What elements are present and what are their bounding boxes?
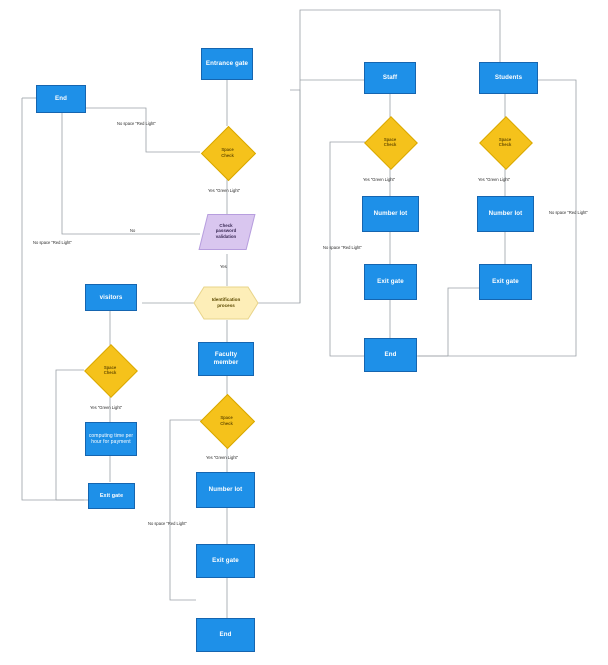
node-space-check-staff[interactable]: Space Check bbox=[364, 116, 418, 170]
node-check-password-label: Check password validation bbox=[215, 222, 237, 239]
node-end-faculty[interactable]: End bbox=[196, 618, 255, 652]
node-end-top-left[interactable]: End bbox=[36, 85, 86, 113]
hexagon-shape bbox=[193, 286, 259, 320]
edge-label-staff-no-space: No space "Red Light" bbox=[323, 245, 362, 250]
node-number-lot-faculty[interactable]: Number lot bbox=[196, 472, 255, 508]
edge-label-password-no: No bbox=[130, 228, 136, 233]
node-exit-gate-visitors-label: Exit gate bbox=[99, 493, 124, 499]
node-space-check-students[interactable]: Space Check bbox=[479, 116, 533, 170]
node-space-check-students-label: Space Check bbox=[498, 136, 512, 147]
edge-label-password-no-space: No space "Red Light" bbox=[33, 240, 72, 245]
node-identification-label: Identification process bbox=[211, 297, 241, 308]
edge-label-entrance-yes: Yes "Green Light" bbox=[208, 188, 241, 193]
node-computing-time-label: computing time per hour for payment bbox=[88, 432, 134, 445]
node-number-lot-staff-label: Number lot bbox=[373, 210, 408, 217]
node-end-staff[interactable]: End bbox=[364, 338, 417, 372]
edge-label-password-yes: Yes bbox=[220, 264, 227, 269]
edge-label-staff-yes: Yes "Green Light" bbox=[363, 177, 396, 182]
node-faculty-member-label: Faculty member bbox=[213, 351, 239, 366]
node-visitors[interactable]: visitors bbox=[85, 284, 137, 311]
node-check-password-validation[interactable]: Check password validation bbox=[198, 214, 256, 250]
node-students[interactable]: Students bbox=[479, 62, 538, 94]
node-visitors-label: visitors bbox=[99, 293, 123, 301]
node-exit-gate-faculty[interactable]: Exit gate bbox=[196, 544, 255, 578]
node-entrance-gate[interactable]: Entrance gate bbox=[201, 48, 253, 80]
node-number-lot-staff[interactable]: Number lot bbox=[362, 196, 419, 232]
node-space-check-entrance[interactable]: Space Check bbox=[200, 125, 257, 182]
edge-label-faculty-yes: Yes "Green Light" bbox=[206, 455, 239, 460]
node-identification-process[interactable]: Identification process bbox=[193, 286, 259, 320]
edge-label-students-yes: Yes "Green Light" bbox=[478, 177, 511, 182]
edge-label-faculty-no-space: No space "Red Light" bbox=[148, 521, 187, 526]
node-number-lot-faculty-label: Number lot bbox=[208, 486, 243, 493]
node-exit-gate-staff[interactable]: Exit gate bbox=[364, 264, 417, 300]
node-computing-time[interactable]: computing time per hour for payment bbox=[85, 422, 137, 456]
node-exit-gate-faculty-label: Exit gate bbox=[212, 557, 239, 564]
node-space-check-faculty-label: Space Check bbox=[220, 415, 233, 426]
node-number-lot-students[interactable]: Number lot bbox=[477, 196, 534, 232]
node-exit-gate-students-label: Exit gate bbox=[492, 278, 519, 285]
edge-label-students-no-space: No space "Red Light" bbox=[549, 210, 588, 215]
node-students-label: Students bbox=[494, 74, 523, 81]
node-entrance-gate-label: Entrance gate bbox=[205, 60, 249, 67]
node-exit-gate-students[interactable]: Exit gate bbox=[479, 264, 532, 300]
edge-label-entrance-no-space: No space "Red Light" bbox=[117, 121, 156, 126]
node-space-check-visitors-label: Space Check bbox=[103, 364, 117, 375]
node-exit-gate-visitors[interactable]: Exit gate bbox=[88, 483, 135, 509]
node-exit-gate-staff-label: Exit gate bbox=[377, 278, 404, 285]
node-faculty-member[interactable]: Faculty member bbox=[198, 342, 254, 376]
node-end-top-left-label: End bbox=[55, 95, 67, 102]
node-space-check-faculty[interactable]: Space Check bbox=[199, 393, 256, 450]
node-number-lot-students-label: Number lot bbox=[488, 210, 523, 217]
node-staff[interactable]: Staff bbox=[364, 62, 416, 94]
node-end-staff-label: End bbox=[384, 351, 397, 358]
node-space-check-entrance-label: Space Check bbox=[221, 147, 234, 158]
node-space-check-staff-label: Space Check bbox=[383, 136, 397, 147]
node-space-check-visitors[interactable]: Space Check bbox=[84, 344, 138, 398]
node-end-faculty-label: End bbox=[219, 631, 232, 638]
node-staff-label: Staff bbox=[382, 74, 398, 81]
edge-label-visitors-yes: Yes "Green Light" bbox=[90, 405, 123, 410]
